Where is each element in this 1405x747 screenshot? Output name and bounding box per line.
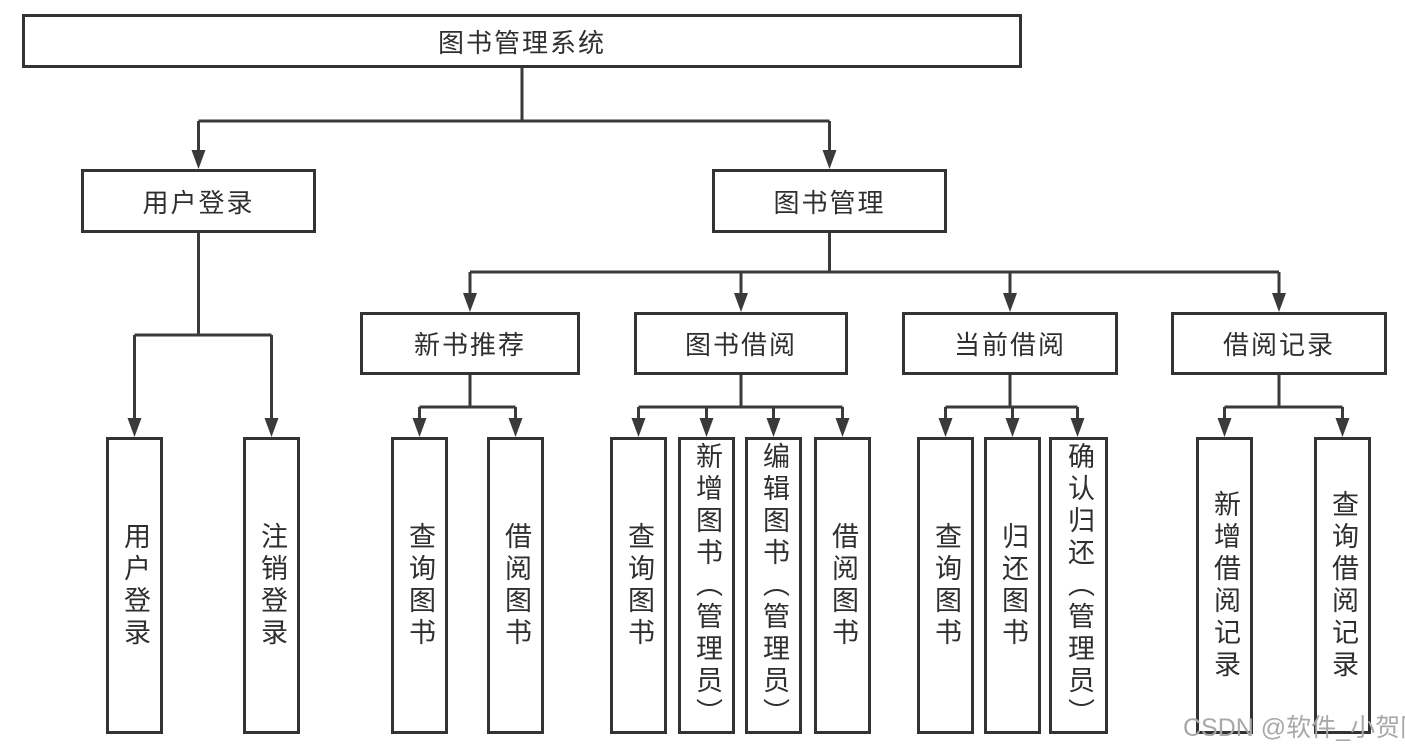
leaf-query-borrow-record: 查询借阅记录 [1314, 437, 1371, 734]
leaf-borrow-books-recommend: 借阅图书 [487, 437, 544, 734]
leaf-edit-books-admin: 编辑图书（管理员） [745, 437, 802, 734]
leaf-add-borrow-record: 新增借阅记录 [1196, 437, 1253, 734]
node-new-book-recommend: 新书推荐 [360, 312, 580, 375]
node-user-login: 用户登录 [81, 169, 316, 233]
node-library-system: 图书管理系统 [22, 14, 1022, 68]
leaf-confirm-return-admin: 确认归还（管理员） [1049, 437, 1108, 734]
leaf-borrow-books: 借阅图书 [814, 437, 871, 734]
leaf-add-books-admin: 新增图书（管理员） [678, 437, 735, 734]
leaf-logout: 注销登录 [243, 437, 300, 734]
watermark: CSDN @软件_小贺同学 [1183, 714, 1405, 742]
leaf-return-books: 归还图书 [984, 437, 1041, 734]
node-book-management: 图书管理 [712, 169, 947, 233]
leaf-query-books-recommend: 查询图书 [391, 437, 448, 734]
leaf-user-login: 用户登录 [106, 437, 163, 734]
leaf-query-books-borrow: 查询图书 [610, 437, 667, 734]
node-current-borrow: 当前借阅 [902, 312, 1118, 375]
leaf-query-books-current: 查询图书 [917, 437, 974, 734]
node-borrow-record: 借阅记录 [1171, 312, 1387, 375]
node-book-borrow: 图书借阅 [634, 312, 848, 375]
arrowheads [127, 150, 1350, 437]
